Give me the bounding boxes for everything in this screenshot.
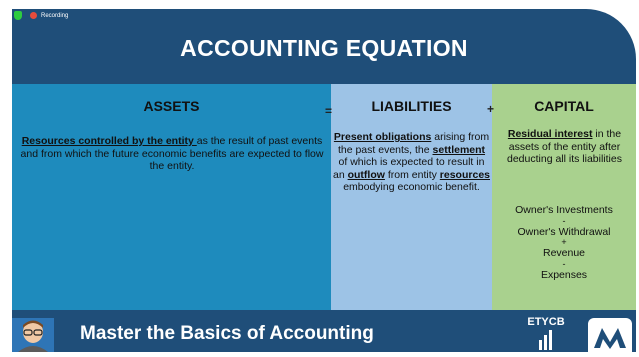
liab-text-8: embodying economic benefit. <box>343 181 480 193</box>
liab-text-6: from entity <box>384 168 440 181</box>
equals-operator: = <box>325 104 333 118</box>
capital-panel: CAPITAL Residual interest in the assets … <box>492 84 636 310</box>
avatar-icon <box>12 318 54 352</box>
assets-heading: ASSETS <box>143 98 200 114</box>
footer-banner: Master the Basics of Accounting <box>12 310 636 352</box>
etycb-logo-text: ETYCB <box>527 316 565 328</box>
shield-icon <box>14 11 22 20</box>
liab-text-4: of which is expected to result in an <box>333 156 485 181</box>
capital-components-list: Owner's Investments - Owner's Withdrawal… <box>492 203 636 282</box>
bar-chart-icon <box>539 330 552 350</box>
liabilities-definition: Present obligations arising from the pas… <box>333 131 490 194</box>
recording-label: Recording <box>41 12 69 19</box>
m-logo-icon <box>594 328 626 349</box>
header-banner: ACCOUNTING EQUATION <box>12 9 636 84</box>
recording-indicator[interactable]: Recording <box>14 11 68 20</box>
capital-operator: - <box>562 215 566 226</box>
slide-title: ACCOUNTING EQUATION <box>180 35 468 61</box>
capital-bold-text: Residual interest <box>507 128 593 140</box>
assets-definition: Resources controlled by the entity as th… <box>16 135 328 173</box>
liab-bold-5: outflow <box>347 168 385 181</box>
capital-heading: CAPITAL <box>534 98 594 114</box>
assets-bold-text: Resources controlled by the entity <box>21 135 197 147</box>
liabilities-heading: LIABILITIES <box>371 98 452 114</box>
m-logo <box>588 318 632 352</box>
liab-text-2: arising from the past events, the <box>337 131 490 156</box>
capital-item: Owner's Investments <box>515 204 613 216</box>
capital-item: Owner's Withdrawal <box>517 225 611 238</box>
liab-bold-3: settlement <box>432 143 486 156</box>
capital-rest-text: in the assets of the entity after deduct… <box>507 128 622 165</box>
capital-item: Revenue <box>542 247 586 259</box>
capital-operator: - <box>562 258 566 269</box>
assets-panel: ASSETS Resources controlled by the entit… <box>12 84 331 310</box>
footer-title: Master the Basics of Accounting <box>80 323 374 344</box>
etycb-logo: ETYCB <box>522 316 570 352</box>
liabilities-panel: LIABILITIES Present obligations arising … <box>331 84 492 310</box>
assets-rest-text: as the result of past events and from wh… <box>20 135 324 172</box>
liab-bold-1: Present obligations <box>333 131 432 143</box>
liab-bold-7: resources <box>439 168 490 181</box>
capital-item: Expenses <box>540 268 588 281</box>
recording-dot-icon <box>30 12 37 19</box>
capital-definition: Residual interest in the assets of the e… <box>493 128 636 166</box>
capital-operator: + <box>561 237 567 247</box>
plus-operator: + <box>487 102 495 116</box>
